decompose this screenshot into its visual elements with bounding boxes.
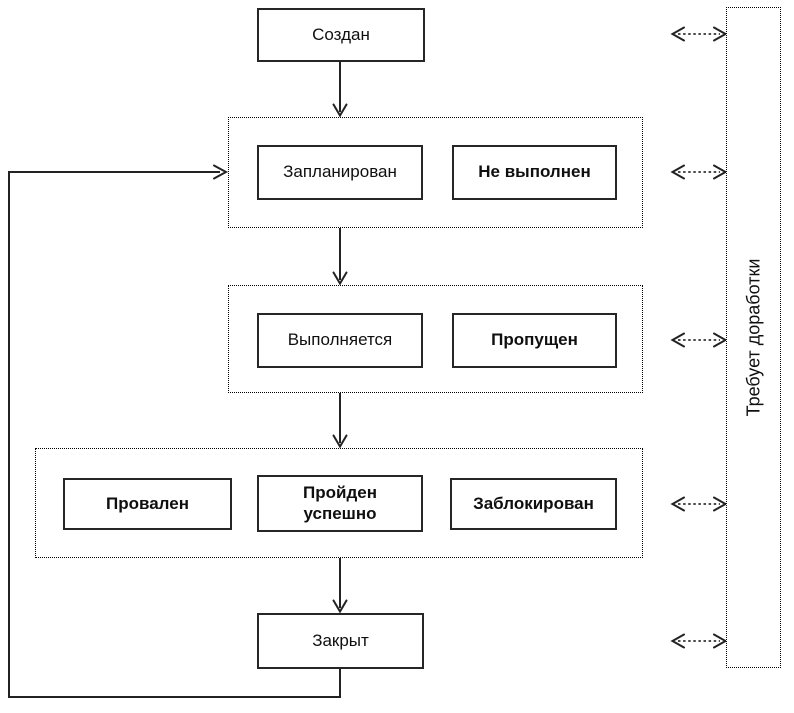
arrowhead-left-icon [670, 164, 685, 180]
node-in-progress-label: Выполняется [287, 330, 393, 350]
arrow-inprogress-to-result-group [332, 393, 348, 449]
arrowhead-right-icon [713, 26, 728, 42]
arrowhead-right-icon [213, 164, 229, 180]
dotted-double-arrow-created-rework [670, 26, 728, 42]
node-in-progress: Выполняется [257, 313, 423, 368]
group-result [35, 448, 643, 558]
node-created-label: Создан [312, 24, 370, 44]
dotted-double-arrow-inprogress-rework [670, 332, 728, 348]
arrowhead-left-icon [670, 496, 685, 512]
node-closed: Закрыт [257, 613, 424, 669]
node-closed-label: Закрыт [312, 630, 369, 650]
node-passed-label: Пройден успешно [303, 483, 377, 523]
arrowhead-down-icon [332, 271, 348, 286]
node-planned: Запланирован [257, 145, 423, 200]
arrowhead-left-icon [670, 633, 685, 649]
dotted-double-arrow-result-rework [670, 496, 728, 512]
node-failed-label: Провален [106, 493, 189, 513]
arrow-planned-to-inprogress-group [332, 228, 348, 286]
node-created: Создан [257, 8, 425, 62]
dotted-double-arrow-planned-rework [670, 164, 728, 180]
arrowhead-right-icon [713, 633, 728, 649]
node-planned-label: Запланирован [283, 162, 397, 182]
node-rework-strip: Требует доработки [726, 7, 781, 668]
loop-closed-to-planned-group [8, 164, 341, 698]
node-blocked-label: Заблокирован [473, 493, 594, 513]
node-skipped-label: Пропущен [491, 330, 578, 350]
arrow-result-to-closed [332, 558, 348, 614]
arrowhead-left-icon [670, 26, 685, 42]
loop-shaft [8, 171, 341, 698]
node-not-executed-label: Не выполнен [478, 162, 591, 182]
group-planned [228, 117, 643, 228]
arrowhead-right-icon [713, 164, 728, 180]
arrowhead-down-icon [332, 434, 348, 449]
arrowhead-left-icon [670, 332, 685, 348]
dotted-double-arrow-closed-rework [670, 633, 728, 649]
arrowhead-down-icon [332, 103, 348, 118]
node-failed: Провален [63, 478, 232, 530]
arrowhead-right-icon [713, 496, 728, 512]
node-not-executed: Не выполнен [452, 145, 617, 200]
arrowhead-right-icon [713, 332, 728, 348]
node-blocked: Заблокирован [450, 478, 617, 530]
arrowhead-down-icon [332, 599, 348, 614]
group-in-progress [228, 285, 643, 393]
node-rework-label: Требует доработки [743, 258, 763, 417]
arrow-created-to-planned-group [332, 62, 348, 118]
node-skipped: Пропущен [452, 313, 617, 368]
node-passed: Пройден успешно [257, 475, 423, 532]
